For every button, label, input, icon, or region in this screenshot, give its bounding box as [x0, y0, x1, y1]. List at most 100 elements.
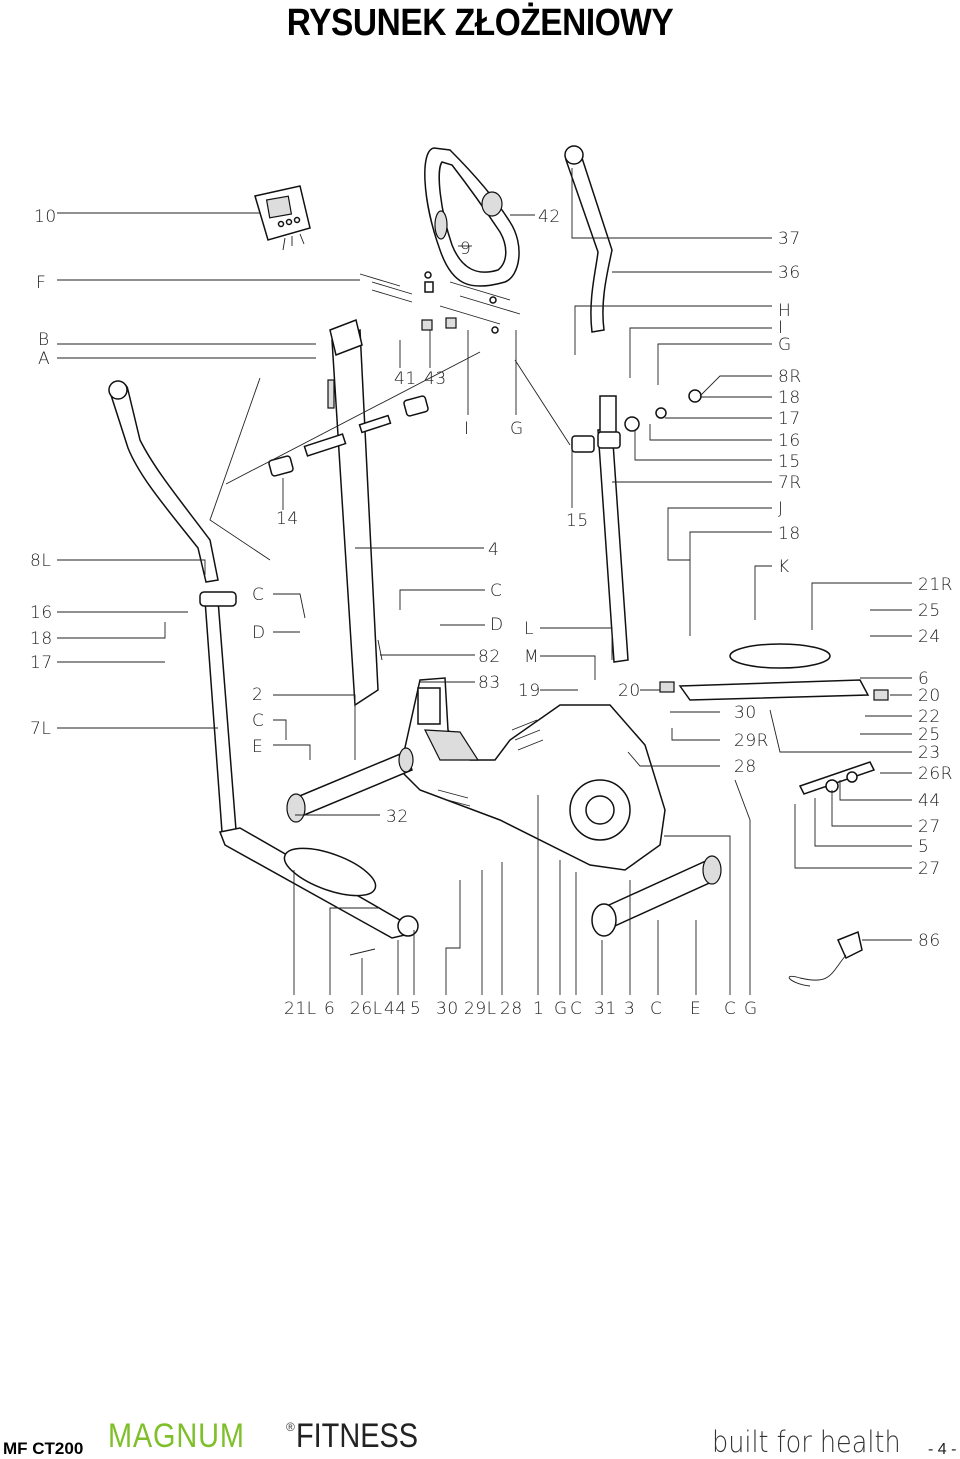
- brand-logo-fitness: FITNESS: [296, 1417, 419, 1455]
- brand-tagline: built for health: [712, 1425, 901, 1459]
- label-30: 30: [734, 703, 757, 723]
- label-32: 32: [386, 807, 409, 827]
- label-B: B: [38, 330, 50, 350]
- label-19: 19: [518, 681, 541, 701]
- label-20-right: 20: [918, 686, 941, 706]
- label-20-left: 20: [618, 681, 641, 701]
- label-bottom-G2: G: [744, 999, 758, 1019]
- label-17: 17: [30, 653, 53, 673]
- label-29R: 29R: [734, 731, 769, 751]
- label-7L: 7L: [30, 719, 51, 739]
- label-28: 28: [734, 757, 757, 777]
- page-number: - 4 -: [928, 1441, 957, 1458]
- label-M: M: [524, 647, 539, 667]
- page-footer: MF CT200 MAGNUM ® FITNESS built for heal…: [0, 1410, 960, 1459]
- label-18-right2: 18: [778, 524, 801, 544]
- front-post: [327, 318, 383, 707]
- label-bottom-3: 3: [624, 999, 635, 1019]
- label-27b: 27: [918, 859, 941, 879]
- left-arm: [108, 380, 237, 833]
- label-bottom-30: 30: [436, 999, 459, 1019]
- right-arm: [564, 145, 702, 663]
- label-bottom-28: 28: [500, 999, 523, 1019]
- label-18: 18: [30, 629, 53, 649]
- left-pedal: [218, 827, 419, 956]
- label-26R: 26R: [918, 764, 953, 784]
- label-I-right: I: [778, 318, 784, 338]
- label-25b: 25: [918, 725, 941, 745]
- label-bottom-6: 6: [324, 999, 335, 1019]
- brand-logo-magnum: MAGNUM: [108, 1417, 245, 1455]
- label-21R: 21R: [918, 575, 953, 595]
- label-44-right: 44: [918, 791, 941, 811]
- main-frame: [399, 677, 666, 871]
- label-27: 27: [918, 817, 941, 837]
- label-14: 14: [276, 509, 299, 529]
- label-bottom-C1: C: [570, 999, 582, 1019]
- label-bottom-C3: C: [724, 999, 736, 1019]
- exploded-assembly-diagram: 10 F B A 8L 16 18 17 7L 9 42 41 43 I G 1…: [30, 145, 953, 1019]
- label-83: 83: [478, 673, 501, 693]
- label-G-right: G: [778, 335, 792, 355]
- label-bottom-26L: 26L: [350, 999, 383, 1019]
- rear-stabilizer: [591, 855, 722, 937]
- leader-lines: [57, 168, 912, 995]
- label-D-left: D: [252, 623, 266, 643]
- label-J: J: [778, 499, 784, 519]
- label-bottom-29L: 29L: [464, 999, 497, 1019]
- label-K: K: [778, 557, 790, 577]
- label-2: 2: [252, 685, 263, 705]
- label-37: 37: [778, 229, 801, 249]
- label-G: G: [510, 419, 524, 439]
- label-82: 82: [478, 647, 501, 667]
- label-23: 23: [918, 743, 941, 763]
- label-A: A: [38, 349, 50, 369]
- label-bottom-E: E: [690, 999, 701, 1019]
- label-H: H: [778, 301, 791, 321]
- label-6-right: 6: [918, 669, 929, 689]
- label-bottom-31: 31: [594, 999, 617, 1019]
- label-C-left2: C: [252, 711, 264, 731]
- page-title: RYSUNEK ZŁOŻENIOWY: [286, 2, 674, 44]
- label-bottom-5: 5: [410, 999, 421, 1019]
- label-22: 22: [918, 707, 941, 727]
- label-bottom-C2: C: [650, 999, 662, 1019]
- label-10: 10: [34, 207, 57, 227]
- label-9: 9: [460, 239, 471, 259]
- label-15: 15: [566, 511, 589, 531]
- label-bottom-21L: 21L: [284, 999, 317, 1019]
- label-16-right: 16: [778, 431, 801, 451]
- part-labels: 10 F B A 8L 16 18 17 7L 9 42 41 43 I G 1…: [30, 207, 953, 1019]
- registered-mark: ®: [286, 1420, 295, 1434]
- label-bottom-44: 44: [384, 999, 407, 1019]
- label-8R: 8R: [778, 367, 802, 387]
- model-name: MF CT200: [3, 1439, 84, 1458]
- label-4: 4: [488, 540, 499, 560]
- right-pedal: [659, 643, 889, 795]
- sensor-cable: [788, 930, 863, 987]
- label-I: I: [464, 419, 470, 439]
- label-8L: 8L: [30, 551, 51, 571]
- handlebar-part: [421, 147, 520, 331]
- console-part: [254, 185, 311, 251]
- label-5-right: 5: [918, 837, 929, 857]
- label-43: 43: [424, 369, 447, 389]
- label-C-left1: C: [252, 585, 264, 605]
- label-41: 41: [394, 369, 417, 389]
- label-36: 36: [778, 263, 801, 283]
- label-L: L: [524, 619, 534, 639]
- label-25: 25: [918, 601, 941, 621]
- label-C-mid: C: [490, 581, 502, 601]
- axle-parts: [268, 395, 429, 477]
- label-D-mid: D: [490, 615, 504, 635]
- label-7R: 7R: [778, 473, 802, 493]
- label-42: 42: [538, 207, 561, 227]
- label-24: 24: [918, 627, 941, 647]
- label-18-right: 18: [778, 388, 801, 408]
- label-15-right: 15: [778, 452, 801, 472]
- label-bottom-G1: G: [554, 999, 568, 1019]
- label-F: F: [36, 273, 46, 293]
- label-86: 86: [918, 931, 941, 951]
- label-17-right: 17: [778, 409, 801, 429]
- handlebar-bolts: [359, 271, 521, 334]
